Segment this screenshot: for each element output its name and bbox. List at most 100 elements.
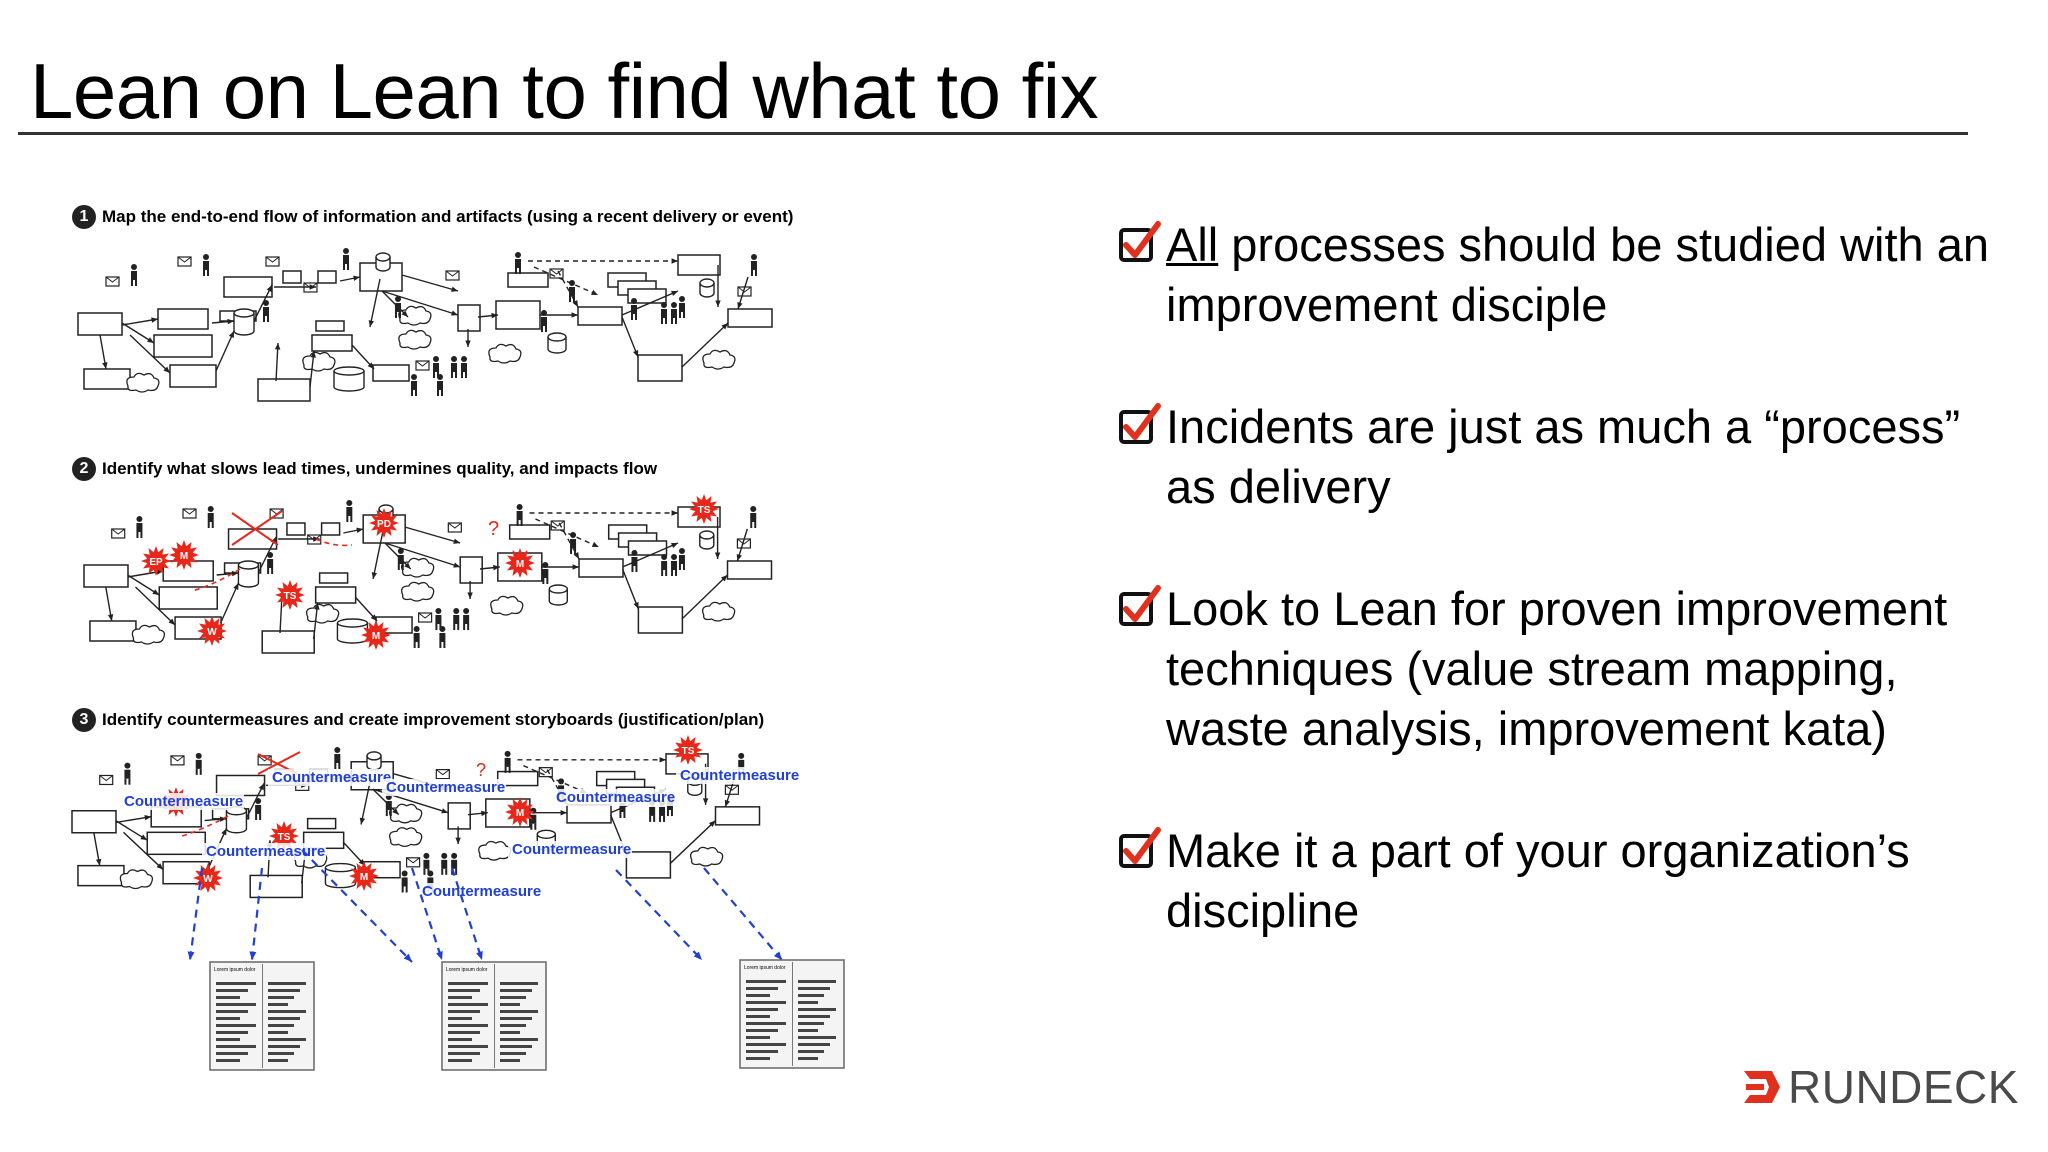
cloud-icon: [126, 372, 160, 393]
envelope-flap: [406, 857, 420, 864]
countermeasure-label: Countermeasure: [512, 841, 631, 858]
waste-tag: M: [516, 808, 524, 819]
process-box: [637, 354, 683, 382]
checkbox-check-icon: [1119, 221, 1161, 262]
waste-burst-icon: [689, 494, 719, 524]
flow-arrow: [219, 582, 240, 624]
arrow-head: [633, 602, 639, 609]
waste-burst-icon: [673, 735, 703, 765]
flow-arrow: [253, 284, 273, 322]
bullet-item: Look to Lean for proven improvement tech…: [1118, 579, 2018, 759]
arrow-head: [476, 951, 483, 960]
person-icon: [124, 762, 131, 785]
cloud-icon: [398, 305, 432, 326]
waste-tag: TS: [698, 505, 711, 516]
flow-arrow: [188, 867, 204, 961]
arrow-head: [571, 312, 578, 318]
process-box: [496, 770, 539, 787]
waste-tag: EP: [149, 557, 163, 568]
person-icon: [203, 254, 209, 276]
process-box: [257, 378, 311, 402]
flow-arrow: [369, 278, 381, 328]
process-box: [447, 802, 471, 830]
arrow-head: [481, 810, 488, 817]
person-icon: [516, 504, 523, 526]
database-top: [333, 366, 365, 376]
cloud-icon: [398, 329, 432, 350]
checkbox-check-icon: [1119, 403, 1161, 444]
storyboard-card: Lorem ipsum dolor: [441, 961, 547, 1071]
person-icon: [263, 300, 269, 322]
arrow-head: [560, 809, 567, 816]
arrow-head: [573, 552, 579, 559]
flow-arrow: [615, 869, 703, 961]
countermeasure-bg: [508, 841, 632, 858]
arrow-head: [572, 300, 578, 307]
waste-burst-icon: [269, 821, 299, 851]
database-top: [378, 504, 394, 514]
countermeasure-bg: [552, 789, 676, 806]
process-box: [83, 564, 129, 588]
arrow-head: [309, 284, 316, 290]
arrow-head: [404, 562, 411, 569]
arrow-head: [168, 618, 176, 625]
person-icon: [441, 852, 448, 875]
process-box: [249, 874, 303, 899]
waste-burst-icon: [505, 548, 535, 578]
cloud-icon: [488, 343, 522, 364]
process-box: [495, 300, 541, 330]
arrow-head: [258, 783, 265, 791]
flow-arrow: [404, 526, 461, 544]
flow-arrow: [134, 586, 176, 626]
storyboard-card: Lorem ipsum dolor: [739, 959, 845, 1069]
step-1-text: Map the end-to-end flow of information a…: [102, 207, 794, 226]
cloud-icon: [389, 803, 423, 824]
database-icon: [333, 371, 365, 392]
bullet-item: Make it a part of your organization’s di…: [1118, 821, 2018, 941]
person-icon: [661, 554, 668, 576]
arrow-head: [274, 343, 281, 350]
person-icon: [433, 356, 439, 378]
process-box: [578, 558, 624, 578]
arrow-head: [436, 951, 443, 960]
waste-tag: W: [203, 874, 213, 885]
person-icon: [751, 254, 757, 276]
step-3-text: Identify countermeasures and create impr…: [102, 710, 765, 729]
process-box: [83, 368, 131, 390]
rundeck-logo-icon: [1744, 1071, 1780, 1103]
arrow-head: [102, 362, 108, 369]
bullet-rest: processes should be studied with an impr…: [1166, 218, 1989, 331]
waste-burst-icon: [193, 863, 223, 893]
removed-flow: [191, 568, 241, 592]
database-top: [699, 530, 715, 540]
countermeasure-bg: [120, 793, 244, 810]
arrow-head: [187, 951, 195, 960]
envelope-flap: [182, 508, 197, 515]
arrow-head: [671, 258, 678, 264]
arrow-head: [591, 289, 598, 295]
process-box: [89, 620, 137, 642]
arrow-head: [451, 310, 458, 316]
waste-tag: M: [372, 631, 380, 642]
flow-arrow: [669, 820, 716, 865]
flow-arrow: [123, 831, 164, 871]
envelope-flap: [725, 784, 739, 791]
flow-arrow: [621, 568, 640, 610]
arrow-head: [441, 808, 449, 814]
arrow-head: [359, 817, 366, 825]
person-icon: [679, 296, 685, 318]
envelope-flap: [737, 538, 751, 545]
svg-text:Lorem ipsum dolor: Lorem ipsum dolor: [446, 967, 488, 973]
bullet-list: All processes should be studied with an …: [1118, 215, 2018, 1003]
flow-arrow: [621, 316, 639, 358]
flow-arrow: [381, 290, 459, 316]
arrow-head: [702, 798, 709, 805]
database-top: [324, 862, 357, 873]
waste-tag: TS: [278, 832, 291, 843]
flow-arrow: [535, 518, 600, 548]
countermeasure-label: Countermeasure: [386, 779, 505, 796]
person-icon: [678, 548, 685, 570]
process-box: [726, 560, 773, 580]
cloud-icon: [701, 601, 736, 622]
